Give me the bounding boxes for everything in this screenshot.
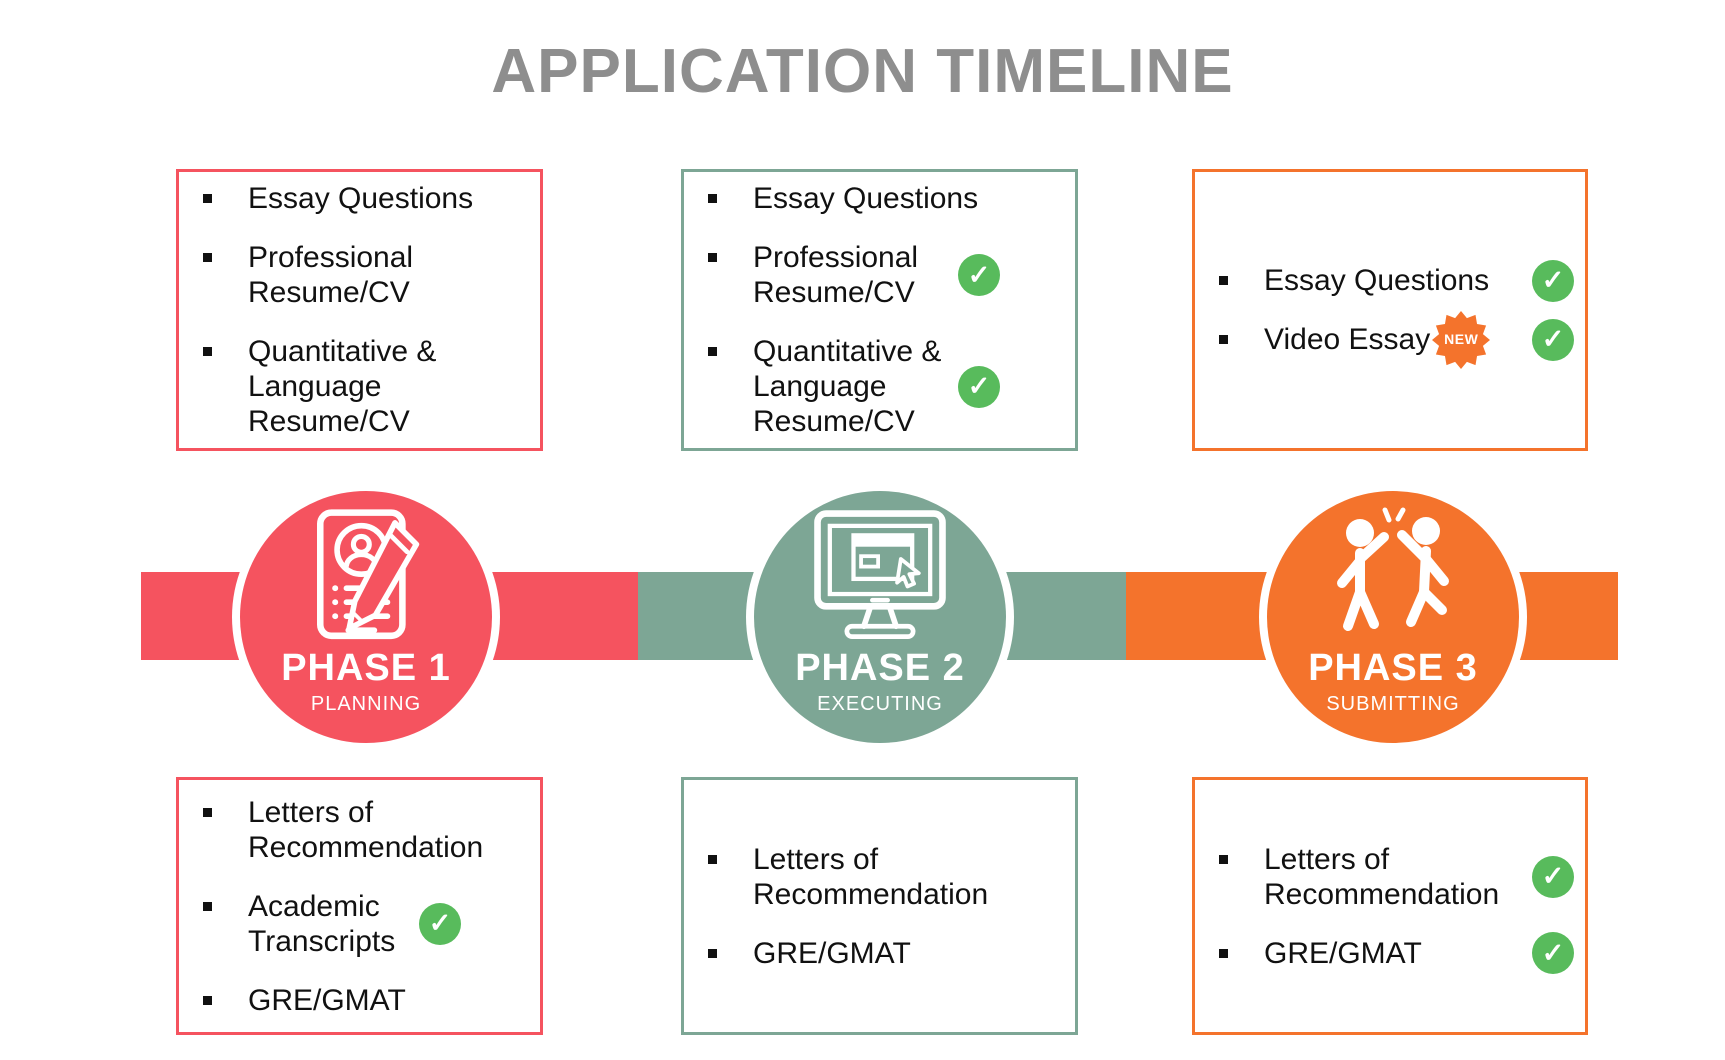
bullet-square-icon xyxy=(708,948,717,958)
bullet-square-icon xyxy=(1219,276,1228,285)
bullet-square-icon xyxy=(708,194,717,203)
resume-pencil-icon xyxy=(317,509,420,640)
bullet-square-icon xyxy=(708,854,717,864)
checkmark-icon: ✓ xyxy=(1532,855,1574,898)
bullet-square-icon xyxy=(708,253,717,262)
checklist-item-text: Essay Questions xyxy=(1264,264,1490,297)
page-title: APPLICATION TIMELINE xyxy=(491,37,1234,106)
checklist-item-text: GRE/GMAT xyxy=(248,983,406,1017)
checkmark-icon: ✓ xyxy=(1532,259,1574,302)
new-badge-label: NEW xyxy=(1444,331,1479,347)
bullet-square-icon xyxy=(203,347,212,356)
checkmark-icon: ✓ xyxy=(1532,318,1574,361)
phase-1-circle: PHASE 1 PLANNING xyxy=(240,491,492,743)
bullet-square-icon xyxy=(1219,335,1228,344)
bullet-square-icon xyxy=(708,347,717,356)
high-five-icon xyxy=(1337,507,1449,631)
checkmark-icon: ✓ xyxy=(1532,932,1574,974)
bullet-square-icon xyxy=(203,194,212,203)
checklist-item: Essay Questions xyxy=(708,181,1065,216)
phase-3-label: PHASE 3 xyxy=(1308,647,1478,689)
checklist-item: Essay Questions xyxy=(203,181,530,216)
bullet-square-icon xyxy=(1219,854,1228,864)
checklist-item-text: GRE/GMAT xyxy=(1264,936,1422,970)
phase-1-label: PHASE 1 xyxy=(281,647,451,689)
checklist-item: GRE/GMAT xyxy=(203,983,530,1018)
checkmark-icon: ✓ xyxy=(958,254,1000,296)
phase-2-circle: PHASE 2 EXECUTING xyxy=(754,491,1006,743)
checkmark-icon: ✓ xyxy=(419,902,461,945)
checklist-item: GRE/GMAT xyxy=(708,936,1065,971)
bullet-square-icon xyxy=(1219,948,1228,958)
bullet-square-icon xyxy=(203,253,212,262)
checklist-item-text: GRE/GMAT xyxy=(753,936,911,970)
bullet-square-icon xyxy=(203,901,212,911)
phase-3-circle: PHASE 3 SUBMITTING xyxy=(1267,491,1519,743)
checklist-item-text: Essay Questions xyxy=(753,182,979,215)
checklist-item: GRE/GMAT ✓ xyxy=(1219,932,1575,974)
phase-1-sublabel: PLANNING xyxy=(310,693,422,715)
bullet-square-icon xyxy=(203,807,212,817)
new-badge: NEW xyxy=(1432,310,1491,369)
checklist-item-text: Essay Questions xyxy=(248,182,474,215)
phase-2-sublabel: EXECUTING xyxy=(817,693,943,715)
phase-2-label: PHASE 2 xyxy=(795,647,965,689)
computer-monitor-icon xyxy=(814,510,946,640)
bullet-square-icon xyxy=(203,995,212,1005)
phase-3-sublabel: SUBMITTING xyxy=(1326,693,1460,715)
checklist-item: Essay Questions ✓ xyxy=(1219,259,1575,302)
checkmark-icon: ✓ xyxy=(958,365,1000,408)
